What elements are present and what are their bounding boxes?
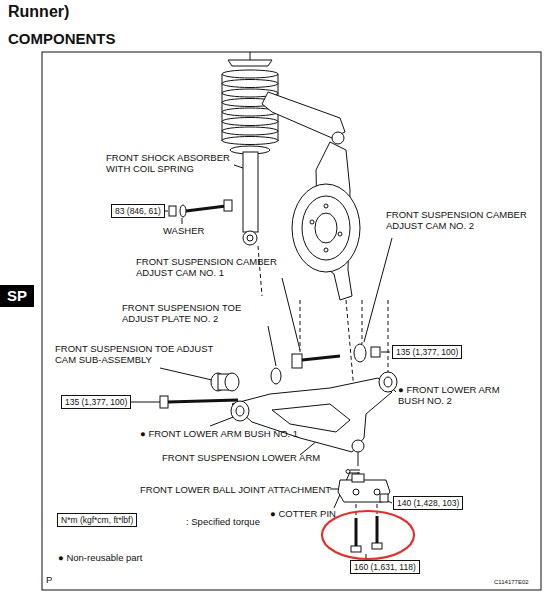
node-text: N*m (kgf*cm, ft*lbf) (61, 515, 133, 525)
ball-joint-attachment (338, 474, 390, 502)
label-text: FRONT SUSPENSION LOWER ARM (162, 452, 320, 463)
label-text: FRONT SUSPENSION TOE ADJUST PLATE NO. 2 (122, 302, 241, 324)
torque-box: 160 (1,631, 118) (350, 560, 420, 574)
part-label: FRONT SUSPENSION TOE ADJUST PLATE NO. 2 (122, 302, 267, 324)
part-label: Runner) (8, 2, 69, 21)
node-text: 135 (1,377, 100) (65, 397, 127, 407)
torque-box: 135 (1,377, 100) (61, 395, 131, 409)
part-label: FRONT SHOCK ABSORBER WITH COIL SPRING (106, 152, 236, 174)
node-text: 140 (1,428, 103) (397, 498, 459, 508)
part-label: FRONT SUSPENSION CAMBER ADJUST CAM NO. 1 (136, 256, 286, 278)
coil-outline (222, 74, 223, 141)
label-text: ● Non-reusable part (58, 552, 142, 563)
part-label: : Specified torque (186, 516, 260, 527)
part-label: FRONT LOWER BALL JOINT ATTACHMENT (140, 484, 340, 495)
section-tab: SP (0, 285, 34, 307)
label-text: FRONT SUSPENSION CAMBER ADJUST CAM NO. 1 (136, 256, 277, 278)
node-text: SP (7, 287, 27, 305)
part-label: ● Non-reusable part (58, 552, 142, 563)
label-text: ● FRONT LOWER ARM BUSH NO. 2 (398, 384, 500, 406)
label-text: P (46, 574, 52, 585)
upper-arm (262, 92, 345, 144)
figure-frame (42, 52, 541, 590)
coil-winding (222, 137, 278, 145)
coil-winding (222, 118, 278, 126)
coil-winding (222, 127, 278, 135)
part-label: FRONT SUSPENSION TOE ADJUST CAM SUB-ASSE… (55, 343, 225, 365)
torque-box: N*m (kgf*cm, ft*lbf) (57, 513, 137, 527)
part-label: WASHER (163, 225, 204, 236)
part-label: P (46, 574, 52, 585)
leader-lines (128, 165, 396, 559)
cotter-pin (346, 470, 360, 474)
section-title: COMPONENTS (8, 30, 116, 47)
shock-bolt (160, 200, 232, 224)
label-text: FRONT SUSPENSION TOE ADJUST CAM SUB-ASSE… (55, 343, 213, 365)
part-label: ● COTTER PIN (270, 508, 360, 519)
part-label: C114177E02 (494, 578, 529, 587)
title-text: COMPONENTS (8, 30, 116, 47)
torque-box: 83 (846, 61) (111, 204, 165, 218)
label-text: Runner) (8, 3, 69, 20)
label-text: FRONT SUSPENSION CAMBER ADJUST CAM NO. 2 (386, 209, 527, 231)
part-label: FRONT SUSPENSION LOWER ARM (162, 452, 362, 463)
part-label: ● FRONT LOWER ARM BUSH NO. 2 (398, 384, 510, 406)
label-text: ● COTTER PIN (270, 508, 336, 519)
label-text: C114177E02 (494, 579, 529, 585)
node-text: 83 (846, 61) (115, 206, 161, 216)
label-text: ● FRONT LOWER ARM BUSH NO. 1 (140, 428, 298, 439)
coil-winding (222, 70, 278, 78)
torque-box: 135 (1,377, 100) (392, 345, 462, 359)
coil-winding (222, 80, 278, 88)
bolts (351, 516, 382, 552)
node-text: 160 (1,631, 118) (354, 562, 416, 572)
knuckle-disc (292, 142, 360, 300)
part-label: ● FRONT LOWER ARM BUSH NO. 1 (140, 428, 340, 439)
part-label: FRONT SUSPENSION CAMBER ADJUST CAM NO. 2 (386, 209, 536, 231)
label-text: WASHER (163, 225, 204, 236)
label-text: : Specified torque (186, 516, 260, 527)
torque-box: 140 (1,428, 103) (393, 496, 463, 510)
shock-absorber (222, 52, 278, 245)
label-text: FRONT LOWER BALL JOINT ATTACHMENT (140, 484, 331, 495)
label-text: FRONT SHOCK ABSORBER WITH COIL SPRING (106, 152, 230, 174)
node-text: 135 (1,377, 100) (396, 347, 458, 357)
lower-arm (231, 372, 397, 466)
